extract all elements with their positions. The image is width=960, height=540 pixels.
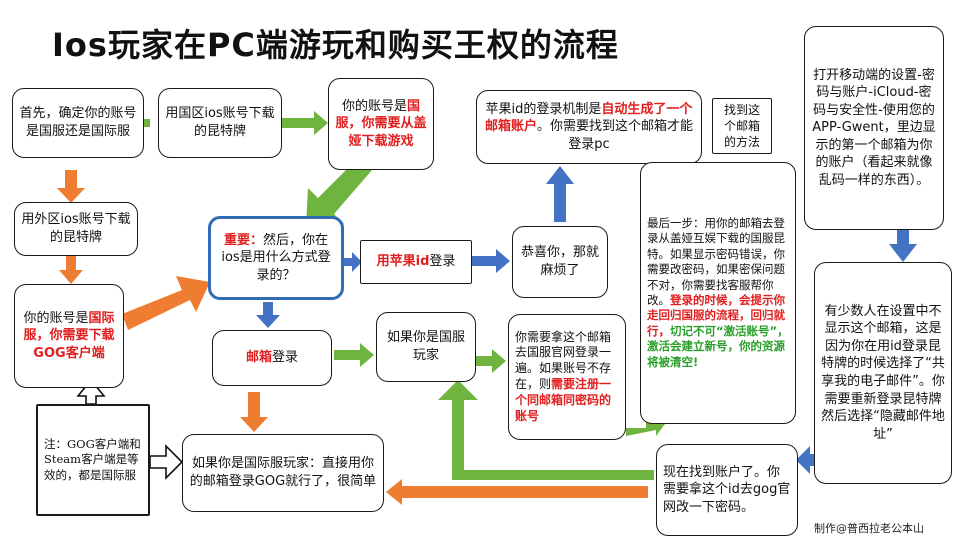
- label-find-email-method-text: 找到这个邮箱的方法: [723, 102, 760, 150]
- step-intl-ios-download: 用外区ios账号下载的昆特牌: [14, 202, 138, 256]
- step-email-login: 邮箱登录: [212, 330, 332, 386]
- cn-site-login-highlight: 需要注册一个同邮箱同密码的账号: [515, 377, 612, 423]
- intl-account-highlight: 国际服，你需要下载GOG客户端: [23, 310, 115, 361]
- arrow-n11-to-n16: [889, 230, 917, 262]
- label-find-email-method: 找到这个邮箱的方法: [712, 98, 772, 154]
- step-share-email-note: 有少数人在设置中不显示这个邮箱，这是因为你在用id登录昆特牌的时候选择了“共享我…: [814, 262, 952, 484]
- step-cn-ios-download-text: 用国区ios账号下载的昆特牌: [165, 106, 275, 139]
- arrow-n13-to-n14: [474, 349, 506, 373]
- arrow-n19-to-n17: [149, 444, 184, 480]
- step-cn-account-gaea: 你的账号是国服，你需要从盖娅下载游戏: [328, 78, 434, 170]
- email-highlight: 邮箱: [245, 350, 272, 366]
- arrow-n12-to-n17: [240, 392, 268, 432]
- arrow-n6-to-n7: [344, 252, 362, 272]
- arrow-n18-to-n17: [386, 479, 648, 505]
- step-cn-site-login: 你需要拿这个邮箱去国服官网登录一遍。如果账号不存在，则需要注册一个同邮箱同密码的…: [508, 314, 626, 440]
- step-change-password-text: 现在找到账户了。你需要拿这个id去gog官网改一下密码。: [663, 464, 791, 515]
- step-change-password: 现在找到账户了。你需要拿这个id去gog官网改一下密码。: [656, 444, 798, 536]
- step-if-cn-player-text: 如果你是国服玩家: [386, 330, 465, 363]
- step-intl-account-gog: 你的账号是国际服，你需要下载GOG客户端: [14, 284, 124, 388]
- step-congrats-trouble: 恭喜你，那就麻烦了: [512, 226, 608, 298]
- apple-id-suffix: 登录: [429, 254, 456, 270]
- step-login-method-question: 重要：然后，你在ios是用什么方式登录的？: [208, 216, 344, 300]
- step-share-email-note-text: 有少数人在设置中不显示这个邮箱，这是因为你在用id登录昆特牌的时候选择了“共享我…: [821, 303, 945, 442]
- credit-text: 制作@普西拉老公本山: [814, 522, 924, 535]
- step-check-server: 首先，确定你的账号是国服还是国际服: [12, 88, 144, 158]
- arrow-n12-to-n13: [334, 343, 374, 367]
- step-settings-path: 打开移动端的设置-密码与账户-iCloud-密码与安全性-使用您的APP-Gwe…: [804, 26, 944, 230]
- arrow-n19-to-n5: [76, 378, 106, 405]
- step-cn-ios-download: 用国区ios账号下载的昆特牌: [158, 88, 282, 158]
- important-label: 重要：: [223, 232, 263, 248]
- step-check-server-text: 首先，确定你的账号是国服还是国际服: [19, 106, 137, 139]
- cn-account-prefix: 你的账号是: [341, 98, 407, 114]
- cn-account-highlight: 国服，你需要从盖娅下载游戏: [335, 98, 427, 149]
- note-gog-steam: 注：GOG客户端和Steam客户端是等效的，都是国际服: [36, 404, 150, 516]
- mechanism-highlight: 自动生成了一个邮箱账户: [484, 101, 693, 135]
- intl-account-prefix: 你的账号是: [23, 310, 89, 326]
- arrow-n4-to-n5: [59, 255, 83, 284]
- arrow-n18-to-n13: [438, 380, 654, 480]
- arrow-n1-to-n4: [57, 170, 85, 203]
- step-intl-player-gog-text: 如果你是国际服玩家：直接用你的邮箱登录GOG就行了，很简单: [189, 456, 377, 489]
- arrow-n1-to-n2: [144, 119, 150, 127]
- step-intl-player-gog: 如果你是国际服玩家：直接用你的邮箱登录GOG就行了，很简单: [182, 434, 384, 512]
- arrow-n8-to-n9: [546, 166, 574, 222]
- final-step-text: 最后一步：用你的邮箱去登录从盖娅互娱下载的国服昆特。如果显示密码错误，你需要改密…: [647, 215, 785, 307]
- step-congrats-trouble-text: 恭喜你，那就麻烦了: [520, 245, 599, 278]
- step-apple-id-mechanism: 苹果id的登录机制是自动生成了一个邮箱账户。你需要找到这个邮箱才能登录pc: [476, 90, 702, 164]
- mechanism-prefix: 苹果id的登录机制是: [485, 101, 602, 117]
- final-step-warning: 切记不可“激活账号”，激活会建立新号，你的资源将被清空!: [647, 323, 789, 369]
- arrow-n3-to-n6: [306, 158, 372, 226]
- step-apple-id-login: 用苹果id登录: [360, 240, 472, 284]
- arrow-n2-to-n3: [282, 111, 328, 135]
- step-if-cn-player: 如果你是国服玩家: [376, 312, 476, 382]
- arrow-n16-to-n18: [796, 446, 826, 474]
- email-login-suffix: 登录: [272, 350, 299, 366]
- arrow-n6-to-n12: [256, 302, 280, 328]
- login-method-question: 然后，你在ios是用什么方式登录的？: [221, 232, 331, 283]
- mechanism-suffix: 。你需要找到这个邮箱才能登录pc: [537, 119, 694, 152]
- note-gog-steam-text: 注：GOG客户端和Steam客户端是等效的，都是国际服: [44, 436, 141, 482]
- arrow-n5-to-n6: [122, 276, 210, 330]
- step-final-login: 最后一步：用你的邮箱去登录从盖娅互娱下载的国服昆特。如果显示密码错误，你需要改密…: [640, 162, 796, 424]
- apple-id-highlight: 用苹果id: [376, 254, 430, 270]
- cn-site-login-prefix: 你需要拿这个邮箱去国服官网登录一遍。如果账号不存在，则: [515, 329, 612, 391]
- arrow-n7-to-n8: [472, 249, 510, 273]
- step-intl-ios-download-text: 用外区ios账号下载的昆特牌: [21, 212, 131, 245]
- page-title: Ios玩家在PC端游玩和购买王权的流程: [52, 26, 619, 64]
- step-settings-path-text: 打开移动端的设置-密码与账户-iCloud-密码与安全性-使用您的APP-Gwe…: [812, 67, 936, 188]
- final-step-return-notice: 登录的时候，会提示你走回归国服的流程，回归就行，: [647, 293, 785, 338]
